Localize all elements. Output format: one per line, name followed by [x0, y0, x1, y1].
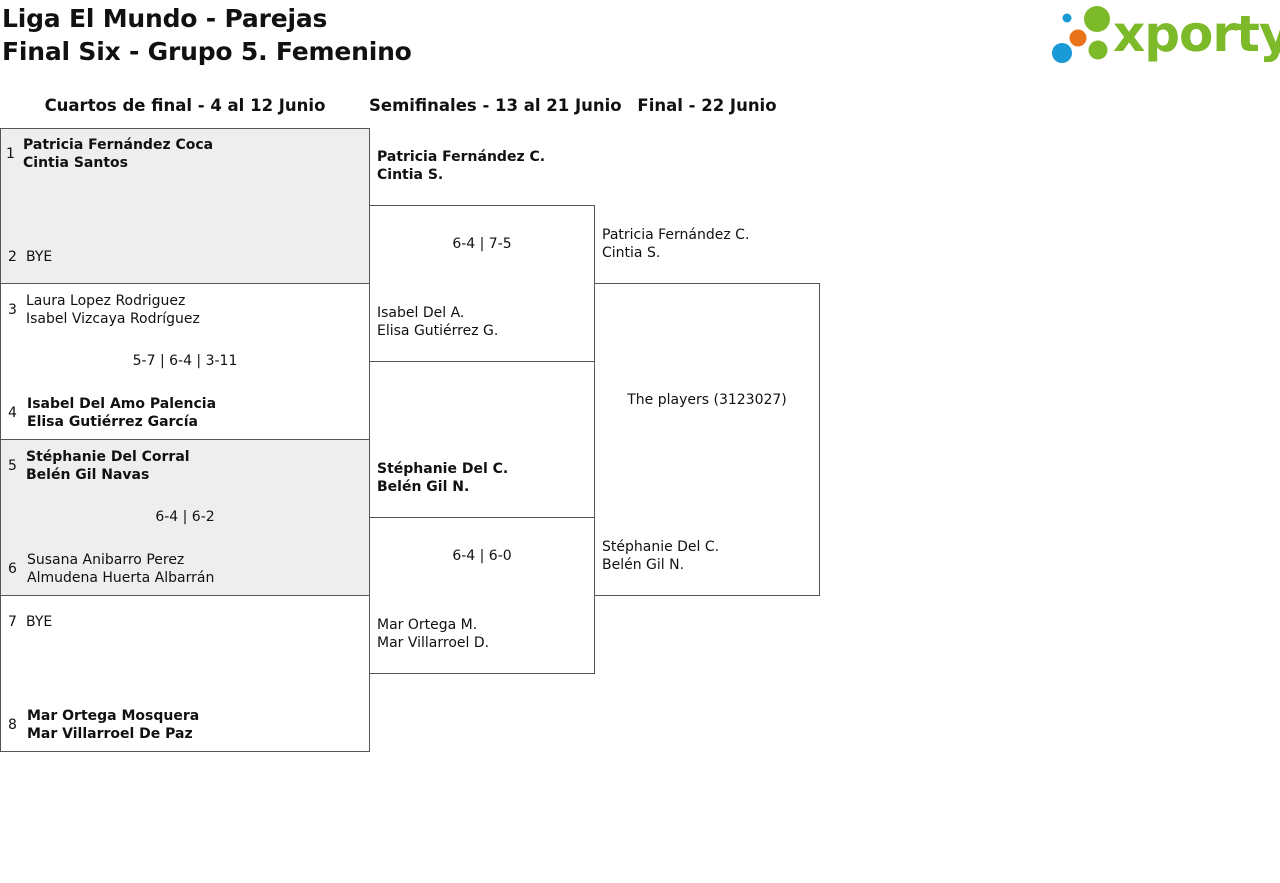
team-player-1: Patricia Fernández C. — [602, 227, 750, 243]
team-player-1: Susana Anibarro Perez — [27, 552, 185, 568]
team-player-1: Mar Ortega Mosquera — [27, 708, 200, 724]
seed-number: 4 — [8, 405, 17, 421]
seed-number: 7 — [8, 614, 17, 630]
match-score: 6-4 | 6-0 — [452, 548, 512, 564]
team-player-2: Elisa Gutiérrez G. — [377, 323, 499, 339]
logo-dots-icon — [1052, 6, 1110, 63]
match-score: 6-4 | 6-2 — [155, 509, 215, 525]
team-player-1: Mar Ortega M. — [377, 617, 478, 633]
team-player-1: Stéphanie Del C. — [602, 539, 720, 555]
team-player-2: Mar Villarroel D. — [377, 635, 490, 651]
team-player-2: Cintia Santos — [23, 155, 128, 171]
team-player-1: Laura Lopez Rodriguez — [26, 293, 186, 309]
seed-number: 3 — [8, 302, 17, 318]
match-score: 6-4 | 7-5 — [452, 236, 512, 252]
quarterfinal-match-3 — [0, 439, 370, 596]
team-player-1: Patricia Fernández Coca — [23, 137, 214, 153]
seed-number: 6 — [8, 561, 17, 577]
column-header-final: Final - 22 Junio — [637, 96, 777, 115]
team-player-1: Stéphanie Del C. — [377, 461, 509, 477]
team-player-2: Mar Villarroel De Paz — [27, 726, 193, 742]
xporty-logo — [1050, 4, 1280, 68]
quarterfinal-match-1 — [0, 128, 370, 284]
match-score: 5-7 | 6-4 | 3-11 — [132, 353, 238, 369]
seed-number: 5 — [8, 458, 17, 474]
team-player-2: Elisa Gutiérrez García — [27, 414, 198, 430]
team-player-2: Cintia S. — [377, 167, 444, 183]
final-result: The players (3123027) — [627, 392, 787, 408]
team-player-1: BYE — [26, 614, 53, 630]
team-player-2: Cintia S. — [602, 245, 661, 261]
team-player-2: Almudena Huerta Albarrán — [27, 570, 215, 586]
team-player-1: Stéphanie Del Corral — [26, 449, 190, 465]
team-player-2: Belén Gil N. — [377, 479, 470, 495]
seed-number: 2 — [8, 249, 17, 265]
team-player-2: Isabel Vizcaya Rodríguez — [26, 311, 200, 327]
logo-text: xporty — [1113, 5, 1280, 63]
seed-number: 1 — [6, 146, 15, 162]
seed-number: 8 — [8, 717, 17, 733]
column-header-semifinals: Semifinales - 13 al 21 Junio — [369, 96, 622, 115]
team-player-1: Patricia Fernández C. — [377, 149, 546, 165]
team-player-1: Isabel Del A. — [377, 305, 465, 321]
column-header-quarterfinals: Cuartos de final - 4 al 12 Junio — [44, 96, 326, 115]
team-player-2: Belén Gil N. — [602, 557, 685, 573]
page-subtitle: Final Six - Grupo 5. Femenino — [2, 37, 412, 66]
page-title: Liga El Mundo - Parejas — [2, 4, 328, 33]
team-player-2: Belén Gil Navas — [26, 467, 150, 483]
team-player-1: Isabel Del Amo Palencia — [27, 396, 217, 412]
final-match — [594, 283, 820, 596]
team-player-1: BYE — [26, 249, 53, 265]
